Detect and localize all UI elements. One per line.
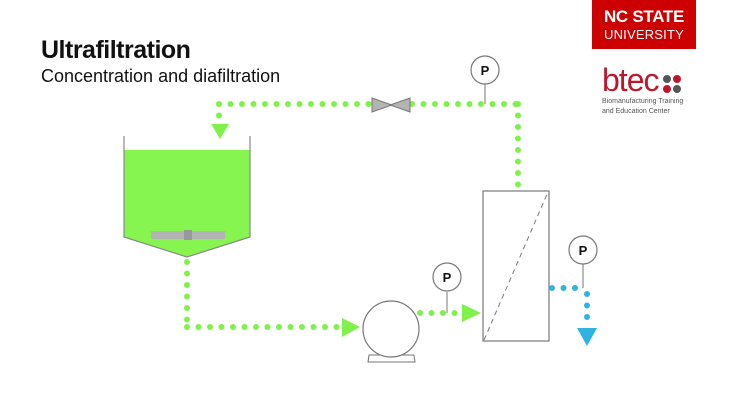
flow-arrow-down-icon — [211, 124, 229, 139]
gauge-label: P — [579, 243, 588, 258]
flow-arrow-right-icon — [342, 318, 360, 337]
btec-logo-line2: and Education Center — [602, 108, 670, 115]
feed-line — [184, 259, 360, 337]
ncsu-logo: NC STATE UNIVERSITY — [592, 0, 696, 49]
permeate-pressure-gauge[interactable]: P — [568, 235, 598, 288]
feed-pressure-gauge[interactable]: P — [432, 262, 462, 313]
btec-logo: btec Biomanufacturing Training and Educa… — [602, 64, 702, 116]
ncsu-logo-line2: UNIVERSITY — [603, 27, 684, 42]
btec-logo-line1: Biomanufacturing Training — [602, 98, 684, 105]
agitator-icon — [151, 230, 225, 240]
gauge-label: P — [443, 270, 452, 285]
pump-discharge-line — [417, 304, 481, 322]
pump-icon[interactable] — [362, 300, 420, 363]
flow-arrow-right-icon — [462, 304, 481, 322]
flow-arrow-down-icon — [577, 328, 597, 346]
feed-tank — [123, 136, 251, 258]
ncsu-logo-line1: NC STATE — [603, 7, 685, 26]
gauge-label: P — [481, 63, 490, 78]
retentate-pressure-gauge[interactable]: P — [470, 55, 500, 104]
ultrafiltration-cassette[interactable] — [482, 190, 550, 342]
valve-icon[interactable] — [371, 97, 411, 113]
btec-dots-icon — [663, 75, 681, 93]
page-subtitle: Concentration and diafiltration — [41, 66, 281, 86]
retentate-return-line — [211, 101, 521, 189]
btec-logo-word: btec — [602, 62, 659, 98]
permeate-line — [549, 285, 597, 346]
page-title: Ultrafiltration — [41, 36, 191, 64]
